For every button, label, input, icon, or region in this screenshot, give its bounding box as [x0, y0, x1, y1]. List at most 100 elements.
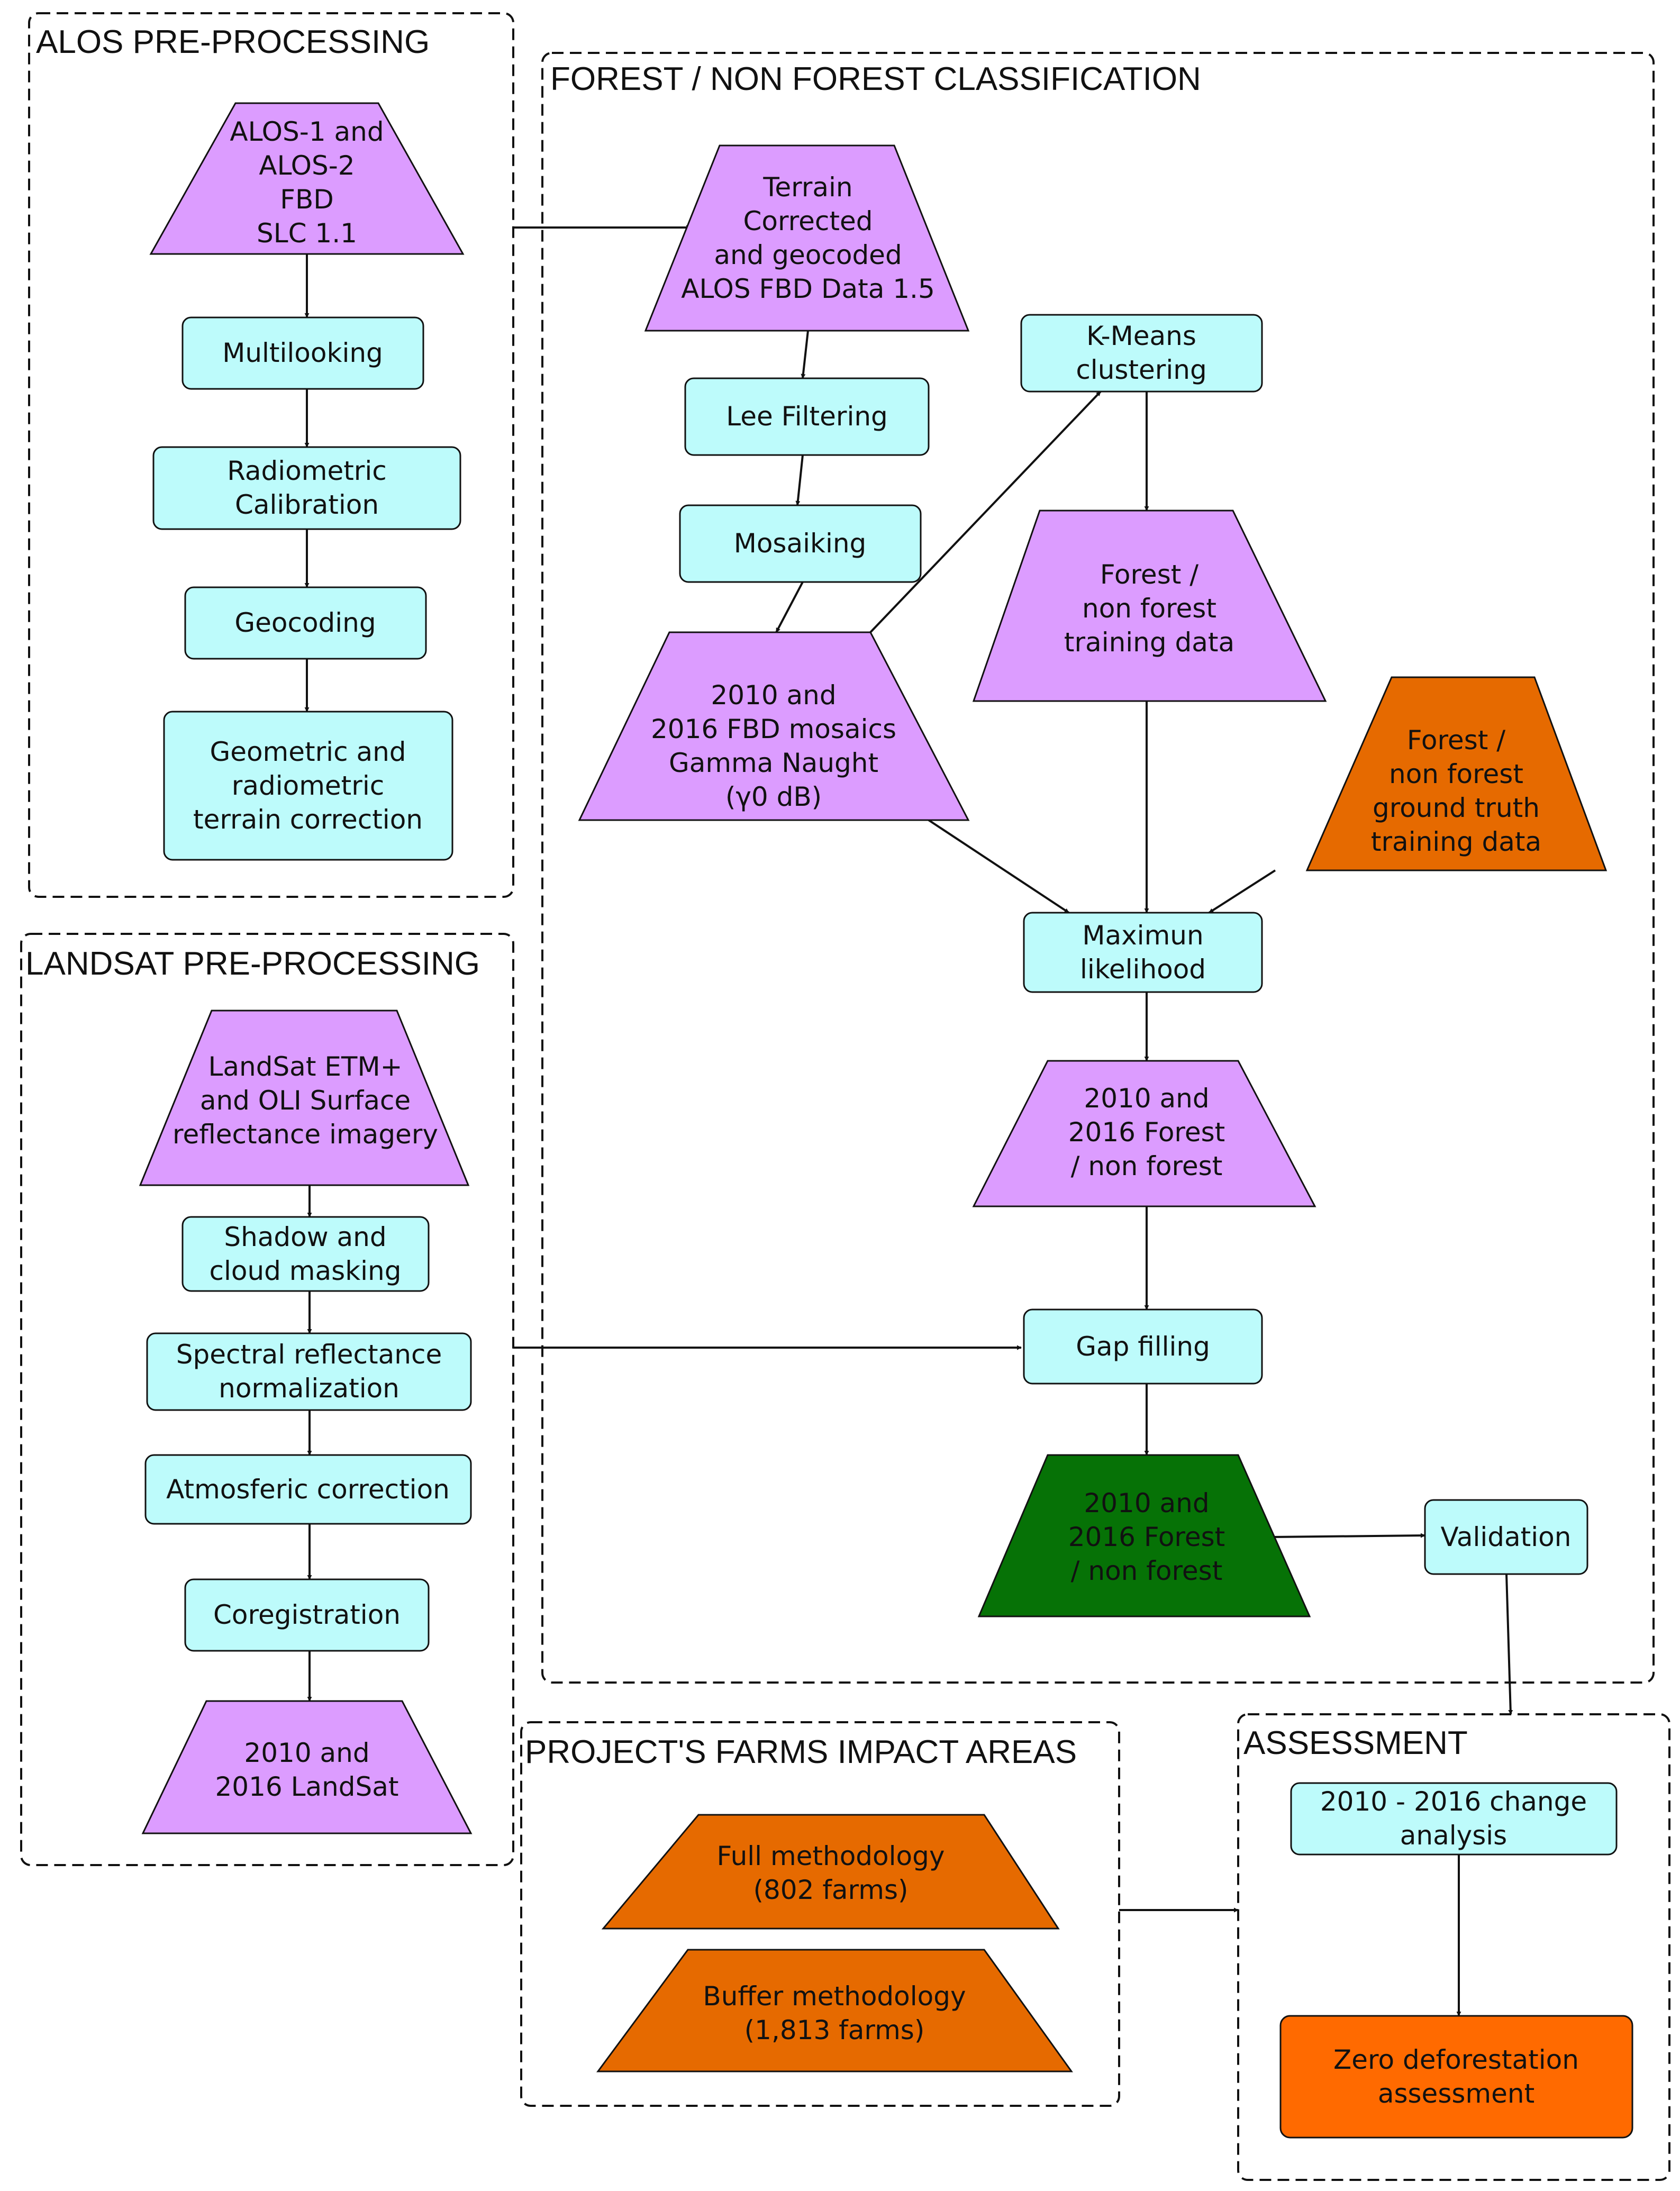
- node-label-line: and geocoded: [714, 240, 902, 270]
- node-change-analysis: [1290, 1782, 1618, 1856]
- node-label-line: ALOS-2: [259, 150, 355, 181]
- node-terrain-corrected-data: [644, 144, 970, 332]
- node-label-line: terrain correction: [193, 804, 423, 835]
- node-radiometric-calibration: [152, 446, 461, 530]
- node-label-line: normalization: [219, 1373, 399, 1404]
- node-label-line: Geometric and: [210, 737, 406, 767]
- group-farms-impact-areas: PROJECT'S FARMS IMPACT AREAS: [520, 1721, 1120, 2107]
- arrow-mosaics-to-kmeans: [869, 390, 1102, 633]
- node-label-line: Zero deforestation: [1333, 2044, 1579, 2075]
- node-buffer-methodology: [596, 1949, 1073, 2072]
- node-label-line: LandSat ETM+: [208, 1051, 403, 1082]
- label-buffer-methodology: Buffer methodology(1,813 farms): [703, 1981, 966, 2045]
- node-label-line: 2016 LandSat: [215, 1771, 398, 1802]
- group-title-alos: ALOS PRE-PROCESSING: [36, 24, 430, 60]
- arrow-mosaiking-to-mosaics: [775, 581, 804, 633]
- label-full-methodology: Full methodology (802 farms): [717, 1841, 945, 1905]
- node-label-line: Buffer methodology: [703, 1981, 966, 2012]
- node-label-line: Gamma Naught: [669, 748, 878, 778]
- label-atmos-correction: Atmosferic correction: [166, 1474, 450, 1505]
- node-label-line: (1,813 farms): [744, 2015, 925, 2045]
- node-label-line: Geocoding: [234, 607, 376, 638]
- node-label-line: / non forest: [1071, 1151, 1223, 1181]
- node-label-line: radiometric: [232, 770, 384, 801]
- node-label-line: non forest: [1082, 593, 1216, 624]
- node-label-line: Calibration: [235, 489, 379, 520]
- node-label-line: Spectral reflectance: [176, 1339, 442, 1370]
- node-label-line: FBD: [280, 184, 334, 215]
- node-landsat-output: [141, 1700, 473, 1834]
- node-label-line: Full methodology: [717, 1841, 945, 1871]
- node-label-line: and OLI Surface: [200, 1085, 411, 1116]
- node-label-line: ground truth: [1373, 793, 1540, 823]
- node-label-line: Coregistration: [213, 1599, 401, 1630]
- node-atmos-correction: [144, 1454, 472, 1525]
- node-multilooking: [181, 316, 424, 390]
- node-label-line: reflectance imagery: [172, 1119, 438, 1150]
- node-label-line: 2016 FBD mosaics: [651, 714, 896, 744]
- label-geocoding: Geocoding: [234, 607, 376, 638]
- group-forest-classification: FOREST / NON FOREST CLASSIFICATION: [541, 52, 1655, 1684]
- node-label-line: Lee Filtering: [726, 401, 888, 432]
- node-coregistration: [184, 1578, 430, 1652]
- node-label-line: / non forest: [1071, 1556, 1223, 1586]
- node-landsat-input: [139, 1010, 470, 1186]
- node-ground-truth: [1305, 676, 1608, 871]
- node-label-line: 2010 and: [1084, 1488, 1209, 1519]
- node-forest-map-sar: [972, 1060, 1316, 1207]
- node-label-line: analysis: [1400, 1820, 1507, 1851]
- group-title-forest: FOREST / NON FOREST CLASSIFICATION: [550, 61, 1201, 97]
- node-label-line: 2010 and: [1084, 1083, 1209, 1114]
- node-label-line: Shadow and: [224, 1222, 386, 1252]
- node-mosaiking: [679, 504, 922, 583]
- arrow-final-to-validation: [1269, 1533, 1425, 1538]
- node-label-line: Gap filling: [1076, 1331, 1210, 1362]
- label-coregistration: Coregistration: [213, 1599, 401, 1630]
- label-validation: Validation: [1441, 1522, 1572, 1552]
- group-alos-preprocessing: ALOS PRE-PROCESSING: [28, 12, 514, 898]
- node-spectral-norm: [146, 1332, 472, 1411]
- node-training-data: [972, 510, 1327, 702]
- node-label-line: 2010 - 2016 change: [1320, 1786, 1587, 1817]
- node-max-likelihood: [1023, 912, 1263, 993]
- node-shadow-cloud: [181, 1216, 430, 1292]
- group-assessment: ASSESSMENT: [1237, 1713, 1670, 2181]
- node-label-line: Atmosferic correction: [166, 1474, 450, 1505]
- node-lee-filtering: [684, 377, 930, 456]
- group-title-assessment: ASSESSMENT: [1243, 1725, 1468, 1761]
- node-label-line: training data: [1064, 627, 1234, 658]
- node-label-line: ALOS-1 and: [230, 116, 384, 147]
- node-full-methodology: [601, 1814, 1060, 1930]
- group-title-landsat: LANDSAT PRE-PROCESSING: [25, 946, 480, 982]
- node-label-line: Terrain: [762, 172, 852, 203]
- node-label-line: Multilooking: [222, 338, 383, 368]
- node-label-line: (802 farms): [753, 1875, 908, 1905]
- node-label-line: 2010 and: [711, 680, 836, 711]
- node-label-line: K-Means: [1086, 321, 1196, 351]
- arrow-mosaics-to-maxlike: [928, 819, 1070, 914]
- node-label-line: Forest /: [1100, 559, 1198, 590]
- node-gap-filling: [1023, 1308, 1263, 1385]
- node-label-line: 2016 Forest: [1068, 1522, 1225, 1552]
- node-label-line: ALOS FBD Data 1.5: [681, 274, 935, 304]
- node-zero-deforestation: [1279, 2015, 1633, 2139]
- label-gap-filling: Gap filling: [1076, 1331, 1210, 1362]
- node-label-line: Forest /: [1407, 725, 1505, 756]
- node-label-line: non forest: [1389, 759, 1523, 789]
- node-label-line: clustering: [1076, 354, 1206, 385]
- node-alos-input: [149, 102, 465, 255]
- flow-arrows: [304, 225, 1513, 2016]
